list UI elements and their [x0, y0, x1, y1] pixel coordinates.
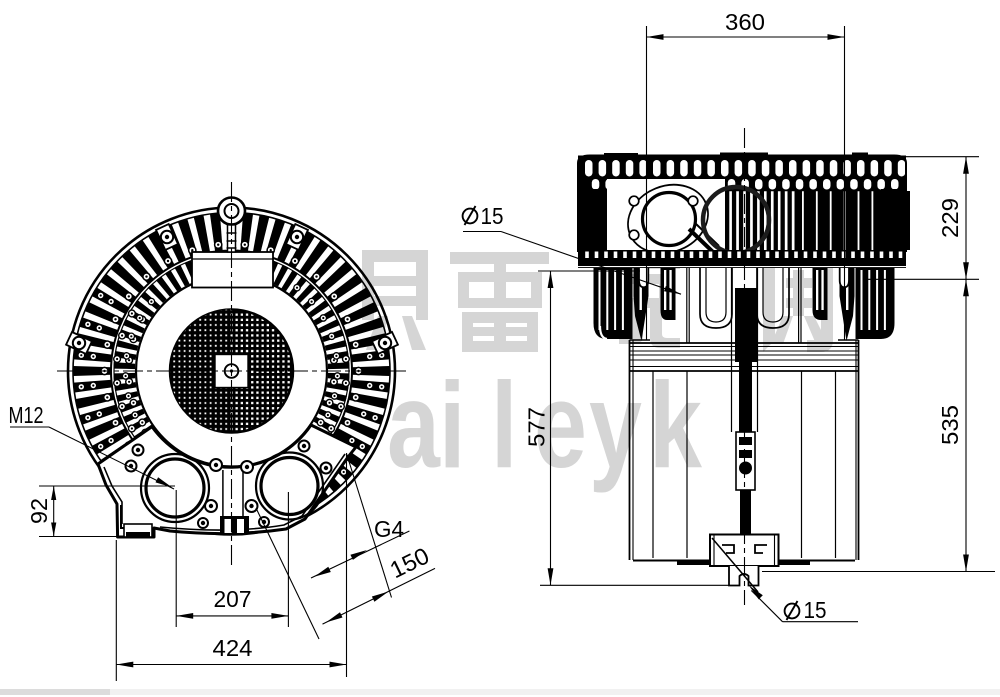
svg-text:207: 207: [214, 586, 252, 612]
svg-text:i: i: [439, 358, 465, 494]
svg-text:15: 15: [804, 597, 827, 623]
svg-text:577: 577: [524, 407, 550, 447]
svg-text:15: 15: [481, 203, 504, 229]
svg-text:l: l: [491, 358, 517, 494]
svg-text:y: y: [589, 358, 642, 494]
svg-text:k: k: [649, 358, 702, 494]
svg-text:229: 229: [937, 198, 963, 238]
svg-text:92: 92: [26, 498, 52, 524]
svg-text:424: 424: [213, 635, 253, 661]
svg-text:e: e: [534, 358, 587, 494]
svg-text:M12: M12: [9, 402, 44, 428]
svg-text:535: 535: [937, 405, 963, 445]
svg-text:G4: G4: [374, 516, 404, 542]
svg-text:360: 360: [725, 9, 765, 35]
svg-text:150: 150: [386, 542, 433, 583]
